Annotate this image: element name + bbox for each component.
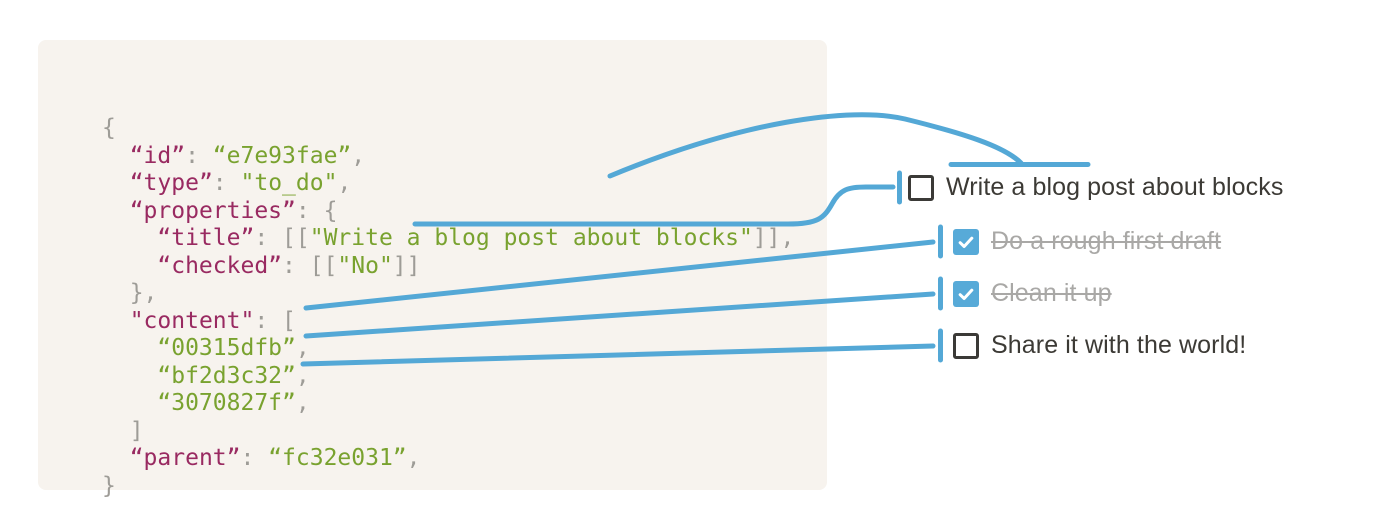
code-line: "content": [ bbox=[129, 307, 296, 334]
code-line: “type”: "to_do", bbox=[129, 170, 352, 196]
todo-item: Do a rough first draft bbox=[953, 227, 1222, 255]
code-line: }, bbox=[102, 280, 158, 306]
todo-item: Write a blog post about blocks bbox=[908, 173, 1284, 201]
checked-checkbox-icon[interactable] bbox=[953, 228, 979, 255]
todo-label: Write a blog post about blocks bbox=[946, 173, 1284, 201]
code-line: “parent”: “fc32e031”, bbox=[129, 445, 421, 471]
todo-item: Clean it up bbox=[953, 279, 1112, 307]
todo-label: Clean it up bbox=[991, 279, 1112, 307]
unchecked-checkbox-icon[interactable] bbox=[908, 174, 934, 201]
code-line: “title”: [["Write a blog post about bloc… bbox=[157, 225, 795, 251]
todo-item: Share it with the world! bbox=[953, 331, 1247, 359]
todo-label: Do a rough first draft bbox=[991, 227, 1222, 255]
todo-label: Share it with the world! bbox=[991, 331, 1247, 359]
code-line: “id”: “e7e93fae”, bbox=[129, 142, 366, 169]
code-line: { bbox=[102, 115, 116, 141]
json-code: { “id”: “e7e93fae”, “type”: "to_do", “pr… bbox=[102, 115, 794, 500]
json-code-panel: { “id”: “e7e93fae”, “type”: "to_do", “pr… bbox=[38, 40, 827, 499]
code-line: “properties”: { bbox=[129, 197, 338, 224]
code-line: “3070827f”, bbox=[157, 390, 310, 416]
code-line: “00315dfb”, bbox=[157, 335, 310, 361]
code-line: } bbox=[102, 472, 116, 499]
code-line: ] bbox=[102, 417, 144, 444]
code-line: “bf2d3c32”, bbox=[157, 362, 310, 389]
unchecked-checkbox-icon[interactable] bbox=[953, 332, 979, 359]
code-line: “checked”: [["No"]] bbox=[157, 252, 421, 279]
checked-checkbox-icon[interactable] bbox=[953, 280, 979, 307]
